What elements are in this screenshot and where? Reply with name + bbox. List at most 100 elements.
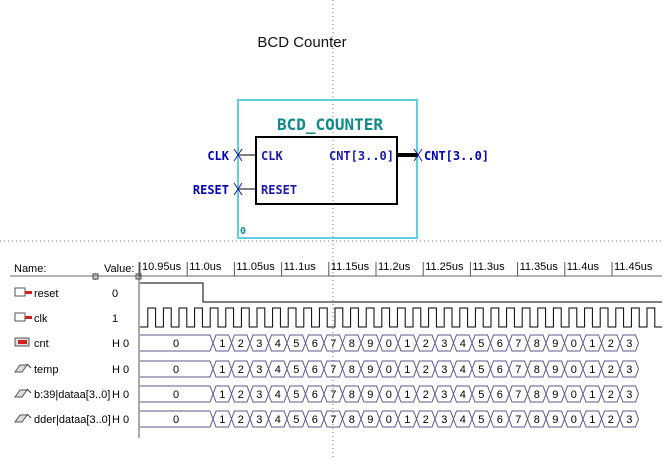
bus-value: 9 <box>552 364 558 376</box>
bus-value: 9 <box>552 389 558 401</box>
bus-value: 8 <box>349 414 355 426</box>
bus-value: 1 <box>219 338 225 350</box>
bus-value: 2 <box>608 364 614 376</box>
signal-name[interactable]: clk <box>34 313 48 325</box>
block-instance: 0 <box>240 226 246 237</box>
bus-value: 2 <box>423 414 429 426</box>
bus-value: 2 <box>238 364 244 376</box>
page-title: BCD Counter <box>257 34 347 51</box>
bus-value: 0 <box>173 338 179 350</box>
bus-value: 3 <box>256 364 262 376</box>
cnt-port-label: CNT[3..0] <box>329 149 394 163</box>
bus-value: 2 <box>608 338 614 350</box>
bus-value: 1 <box>219 389 225 401</box>
signal-value: H 0 <box>112 338 129 350</box>
bus-value: 6 <box>312 338 318 350</box>
bus-value: 2 <box>608 389 614 401</box>
bus-value: 9 <box>552 338 558 350</box>
signal-name[interactable]: temp <box>34 364 58 376</box>
signal-value: H 0 <box>112 364 129 376</box>
input-pin-icon <box>14 287 32 297</box>
signal-value: H 0 <box>112 414 129 426</box>
clk-port-mark <box>233 148 243 162</box>
bus-value: 7 <box>330 364 336 376</box>
bus-value: 5 <box>293 389 299 401</box>
bus-value: 4 <box>275 414 281 426</box>
time-tick-label: 11.15us <box>331 261 370 273</box>
bus-value: 7 <box>515 414 521 426</box>
bus-value: 5 <box>293 364 299 376</box>
bus-value: 0 <box>386 364 392 376</box>
time-tick-label: 11.4us <box>567 261 600 273</box>
signal-name[interactable]: dder|dataa[3..0] <box>34 414 111 426</box>
bus-value: 9 <box>367 338 373 350</box>
signal-name[interactable]: b:39|dataa[3..0] <box>34 389 110 401</box>
block-body <box>255 136 398 205</box>
bus-value: 0 <box>386 389 392 401</box>
bus-value: 9 <box>367 364 373 376</box>
bus-value: 6 <box>497 389 503 401</box>
bus-value: 8 <box>534 364 540 376</box>
bus-value: 1 <box>589 338 595 350</box>
block-name: BCD_COUNTER <box>277 115 383 134</box>
bus-value: 0 <box>173 414 179 426</box>
signal-value: 0 <box>112 288 118 300</box>
bus-value: 1 <box>589 364 595 376</box>
bus-value: 2 <box>238 414 244 426</box>
bus-value: 8 <box>534 338 540 350</box>
bus-value: 3 <box>256 338 262 350</box>
bus-value: 3 <box>441 414 447 426</box>
bus-value: 1 <box>219 364 225 376</box>
signal-name[interactable]: reset <box>34 288 58 300</box>
clk-wave <box>140 307 662 328</box>
bus-value: 6 <box>312 389 318 401</box>
bus-value: 9 <box>367 389 373 401</box>
signal-name[interactable]: cnt <box>34 338 49 350</box>
bus-value: 3 <box>256 414 262 426</box>
bus-value: 1 <box>404 364 410 376</box>
bus-value: 4 <box>460 389 466 401</box>
bus-value: 8 <box>349 389 355 401</box>
bus-value: 2 <box>238 389 244 401</box>
value-header: Value: <box>104 263 134 275</box>
bus-value: 0 <box>571 338 577 350</box>
node-icon <box>14 388 32 398</box>
bus-value: 3 <box>626 389 632 401</box>
bus-value: 0 <box>386 338 392 350</box>
bus-value: 1 <box>589 389 595 401</box>
bus-value: 5 <box>478 364 484 376</box>
bus-value: 9 <box>367 414 373 426</box>
bus-value: 7 <box>515 338 521 350</box>
name-header: Name: <box>14 263 46 275</box>
bus-value: 1 <box>404 414 410 426</box>
time-tick-label: 11.25us <box>425 261 464 273</box>
node-icon <box>14 413 32 423</box>
bus-value: 2 <box>423 389 429 401</box>
bus-value: 0 <box>173 389 179 401</box>
signal-value: 1 <box>112 313 118 325</box>
input-pin-icon <box>14 312 32 322</box>
bus-value: 7 <box>515 389 521 401</box>
bus-value: 9 <box>552 414 558 426</box>
bus-value: 4 <box>275 338 281 350</box>
bus-value: 1 <box>219 414 225 426</box>
cnt-port-mark <box>413 148 423 162</box>
bus-value: 8 <box>534 414 540 426</box>
block-frame[interactable] <box>237 99 418 239</box>
bus-value: 4 <box>275 364 281 376</box>
bus-value: 8 <box>534 389 540 401</box>
bus-value: 0 <box>173 364 179 376</box>
bus-value: 3 <box>626 364 632 376</box>
bus-value: 1 <box>589 414 595 426</box>
bus-value: 0 <box>571 389 577 401</box>
reset-wave <box>140 282 662 303</box>
node-icon <box>14 363 32 373</box>
bus-value: 8 <box>349 364 355 376</box>
signal-value: H 0 <box>112 389 129 401</box>
